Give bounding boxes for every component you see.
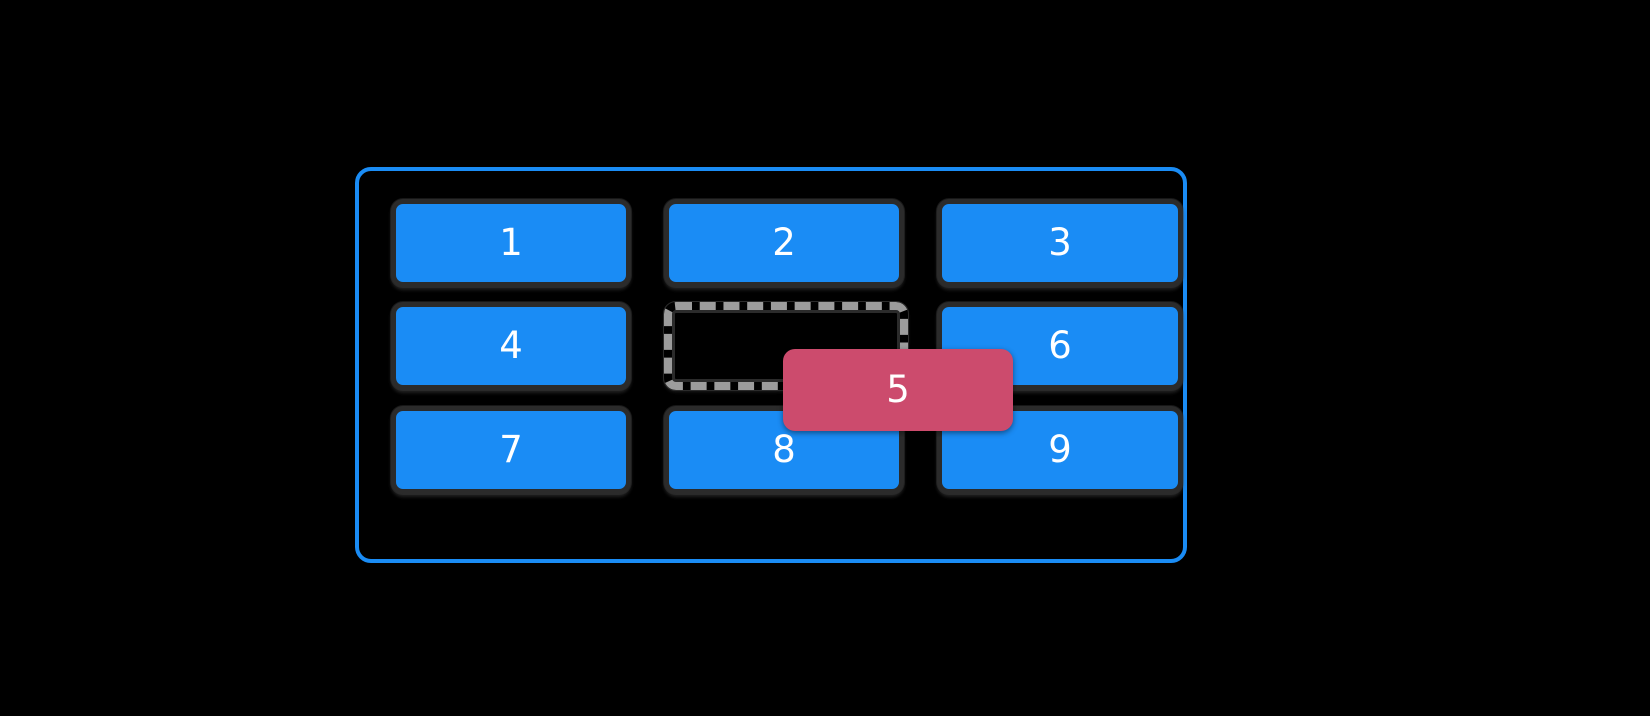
grid-tile-2[interactable]: 2 [664, 199, 904, 287]
grid-tile-7-label: 7 [499, 427, 523, 471]
grid-tile-8-label: 8 [772, 427, 796, 471]
grid-tile-1-label: 1 [499, 220, 523, 264]
grid-tile-2-label: 2 [772, 220, 796, 264]
sortable-grid-container: 1 2 3 4 6 7 8 9 [355, 167, 1187, 563]
dragging-tile-5-label: 5 [886, 367, 910, 411]
grid-tile-6-label: 6 [1048, 323, 1072, 367]
tile-grid: 1 2 3 4 6 7 8 9 [359, 171, 1183, 559]
grid-tile-7[interactable]: 7 [391, 406, 631, 494]
grid-tile-3-label: 3 [1048, 220, 1072, 264]
grid-tile-4-label: 4 [499, 323, 523, 367]
dragging-tile-5[interactable]: 5 [783, 349, 1013, 431]
grid-tile-1[interactable]: 1 [391, 199, 631, 287]
grid-tile-9-label: 9 [1048, 427, 1072, 471]
grid-tile-4[interactable]: 4 [391, 302, 631, 390]
grid-tile-3[interactable]: 3 [937, 199, 1183, 287]
